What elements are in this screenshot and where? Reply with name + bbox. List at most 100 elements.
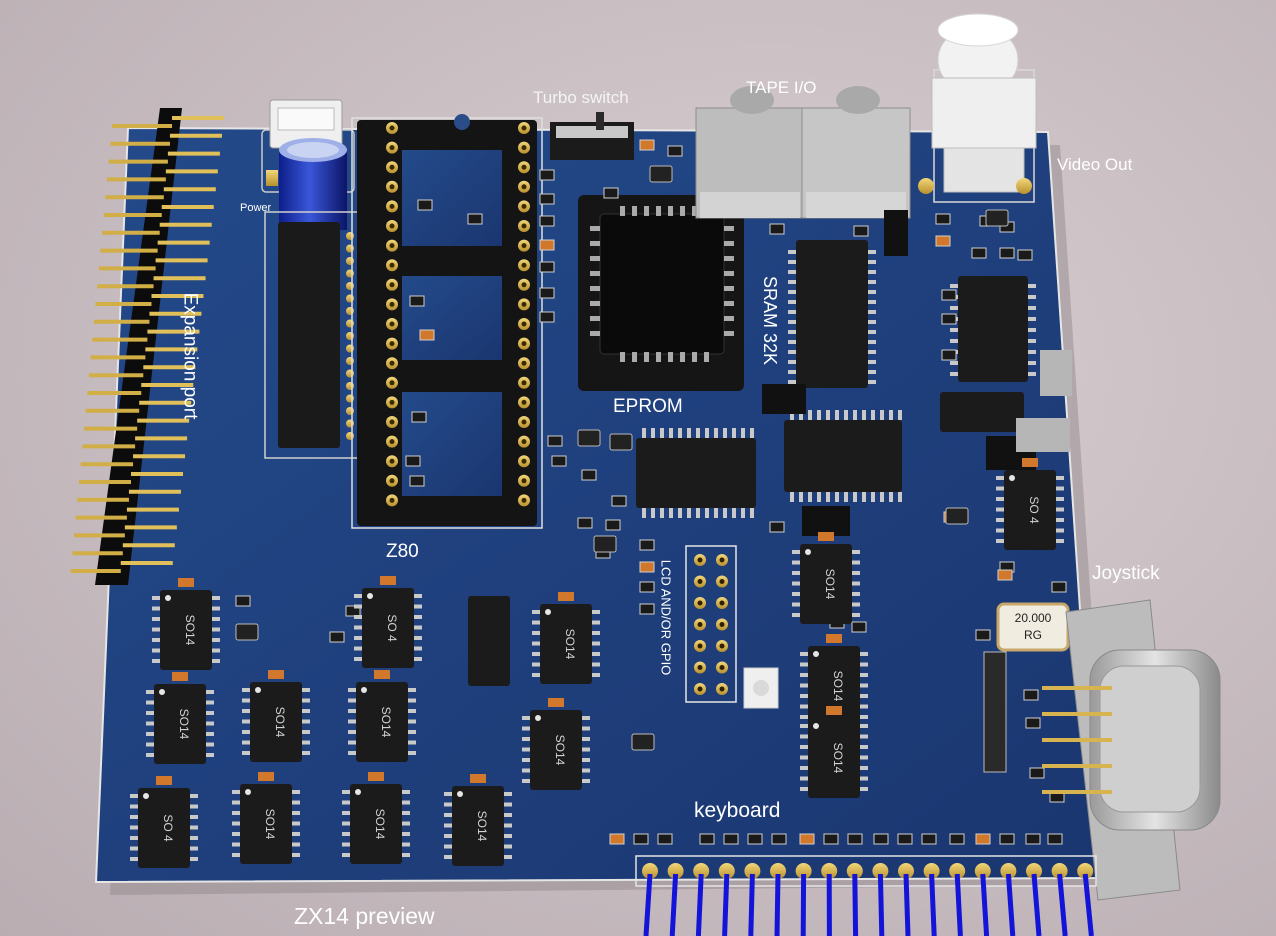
chip-pin <box>346 282 354 290</box>
chip-pin <box>844 492 848 502</box>
so14-chip <box>540 604 592 684</box>
smd-part <box>639 581 655 593</box>
keyboard-wire <box>1031 873 1042 936</box>
chip-pin <box>860 776 868 781</box>
so14-chip-marking: SO14 <box>475 811 489 842</box>
chip-pin <box>242 740 250 745</box>
keyboard-wire <box>1005 873 1016 936</box>
smd-part <box>941 349 957 361</box>
chip-pin <box>532 620 540 625</box>
chip-pin <box>800 715 808 719</box>
chip-pin <box>788 330 796 334</box>
chip-pin <box>582 779 590 783</box>
keyboard-pin <box>949 863 966 879</box>
smd-part <box>329 631 345 643</box>
chip-pin <box>346 394 354 403</box>
keyboard-pin <box>846 863 863 879</box>
pin1-marker <box>457 791 463 797</box>
so14-chip <box>1004 470 1056 550</box>
keyboard-pin <box>744 863 761 879</box>
chip-pin <box>190 815 198 819</box>
chip-pin <box>788 250 796 254</box>
so14-chip <box>452 786 504 866</box>
chip-pin <box>996 518 1004 522</box>
chip-pin <box>792 602 800 607</box>
plcc-pin <box>680 352 685 362</box>
chip-pin <box>190 804 198 809</box>
chip-pin <box>402 821 410 826</box>
plcc-pin <box>692 352 697 362</box>
chip-pin <box>232 821 240 826</box>
chip-pin <box>212 638 220 642</box>
chip-pin <box>996 539 1004 543</box>
ic-chip-right-small <box>940 392 1024 432</box>
chip-pin <box>522 747 530 752</box>
keyboard-wire <box>877 873 885 936</box>
chip-pin <box>800 694 808 698</box>
smd-capacitor <box>548 698 564 707</box>
smd-part <box>539 215 555 227</box>
chip-pin <box>1028 306 1036 310</box>
so14-chip-marking: SO14 <box>263 809 277 840</box>
socket-pin-hole <box>389 497 395 503</box>
socket-pin-hole <box>389 282 395 288</box>
so14-chip-marking: SO 4 <box>161 814 175 842</box>
chip-pin <box>292 790 300 794</box>
pin1-marker <box>1009 475 1015 481</box>
chip-pin <box>1056 518 1064 522</box>
chip-pin <box>342 821 350 826</box>
smd-part <box>941 313 957 325</box>
chip-pin <box>522 758 530 762</box>
chip-pin <box>302 688 310 692</box>
chip-pin <box>582 747 590 752</box>
socket-pin-hole <box>521 341 527 347</box>
chip-pin <box>354 657 362 661</box>
pin1-marker <box>255 687 261 693</box>
chip-pin <box>504 792 512 796</box>
chip-pin <box>788 280 796 284</box>
chip-pin <box>402 790 410 794</box>
socket-pin-hole <box>521 439 527 445</box>
socket-pin-hole <box>389 360 395 366</box>
z80-socket <box>351 114 543 529</box>
chip-pin <box>346 432 354 440</box>
plcc-pin <box>692 206 697 216</box>
smd-part <box>1017 249 1033 261</box>
chip-pin <box>678 428 682 438</box>
chip-pin <box>206 711 214 715</box>
chip-pin <box>792 613 800 617</box>
turbo-switch[interactable] <box>550 112 634 160</box>
chip-pin <box>152 648 160 653</box>
chip-pin <box>348 709 356 713</box>
chip-pin <box>504 813 512 817</box>
chip-pin <box>696 508 700 518</box>
smd-part <box>539 169 555 181</box>
smd-part <box>853 225 869 237</box>
so14-chip <box>154 684 206 764</box>
chip-pin <box>206 742 214 747</box>
chip-pin <box>687 508 691 518</box>
keyboard-wire <box>929 873 937 936</box>
socket-pin-hole <box>389 223 395 229</box>
socket-pin-hole <box>521 184 527 190</box>
socket-pin-hole <box>521 145 527 151</box>
chip-pin <box>642 428 646 438</box>
sram-chip <box>788 240 876 388</box>
chip-pin <box>292 800 300 805</box>
chip-pin <box>130 815 138 819</box>
keyboard-wire <box>852 873 859 936</box>
chip-pin <box>190 836 198 840</box>
keyboard-wire <box>722 873 730 936</box>
svg-text:20.000: 20.000 <box>1015 611 1052 625</box>
smd-part <box>603 187 619 199</box>
chip-pin <box>408 688 416 692</box>
chip-pin <box>868 290 876 294</box>
chip-pin <box>788 380 796 384</box>
chip-pin <box>130 836 138 840</box>
led-lens <box>753 680 769 696</box>
chip-pin <box>206 721 214 726</box>
chip-pin <box>799 492 803 502</box>
regulator-dip-chip <box>264 211 366 459</box>
socket-pin-hole <box>389 341 395 347</box>
keyboard-pin <box>718 863 735 879</box>
